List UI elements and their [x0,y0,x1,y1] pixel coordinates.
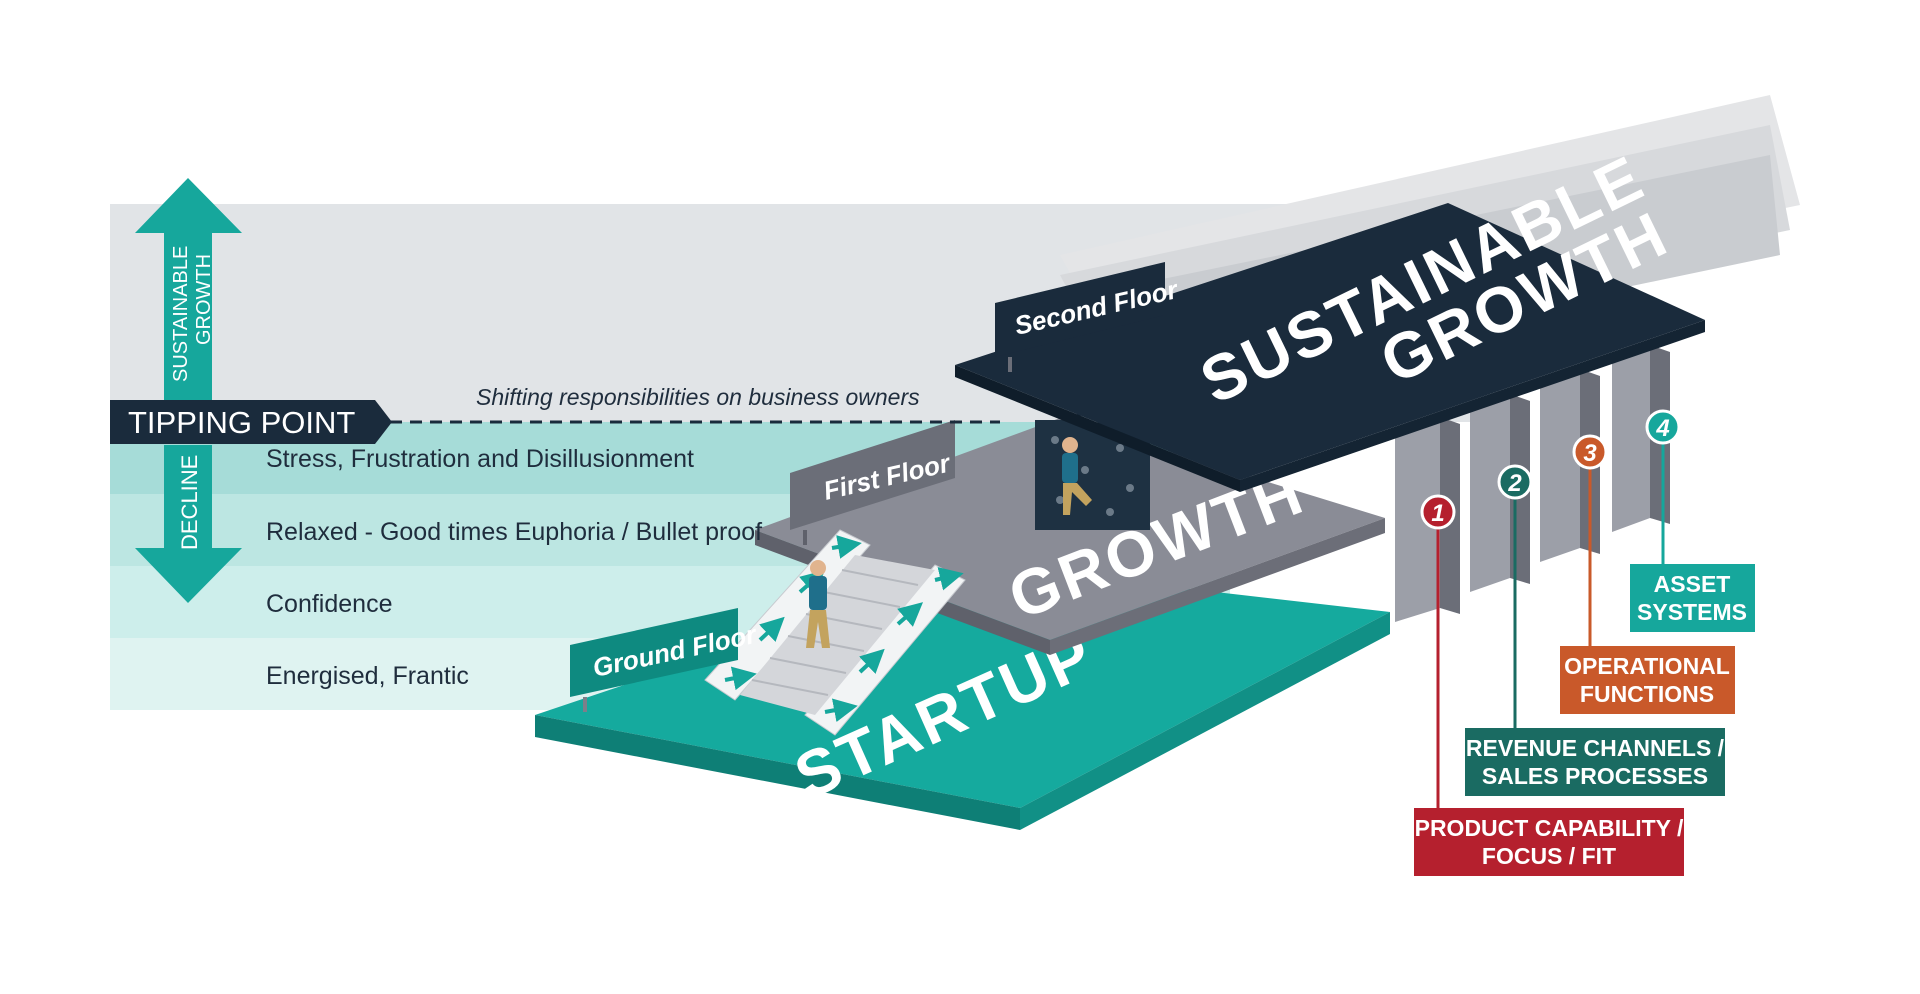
escalator-arrows [724,535,964,723]
pillar-4-label-line2: SYSTEMS [1637,599,1747,625]
band-text-relaxed: Relaxed - Good times Euphoria / Bullet p… [266,518,762,546]
arrow-down-icon [135,445,242,603]
shifting-note: Shifting responsibilities on business ow… [476,384,920,410]
pillar-2-label-box [1465,728,1725,796]
pillar-4-number: 4 [1655,415,1669,442]
pillar-3-badge [1572,434,1608,470]
escalators [704,529,966,736]
pillar-2-badge [1497,464,1533,500]
band-text-confidence: Confidence [266,590,392,618]
pillar-1-label-line1: PRODUCT CAPABILITY / [1415,815,1684,841]
pillar-2-number: 2 [1507,470,1522,497]
pillar-2-callout: 2 REVENUE CHANNELS / SALES PROCESSES [1465,464,1725,796]
pillar-3-label-line1: OPERATIONAL [1564,653,1730,679]
pillar-1-label-line2: FOCUS / FIT [1482,843,1616,869]
pillar-2-label-line2: SALES PROCESSES [1482,763,1708,789]
pillar-4-callout: 4 ASSET SYSTEMS [1630,409,1755,632]
pillar-1-number: 1 [1431,500,1444,527]
pillar-1-label-box [1414,808,1684,876]
pillars [1395,345,1670,622]
pillar-2-label-line1: REVENUE CHANNELS / [1466,735,1725,761]
axis-up-label-line1: SUSTAINABLE [170,246,192,382]
axis-up-label-line2: GROWTH [193,254,215,345]
pillar-4-badge [1645,409,1681,445]
pillar-1-callout: 1 PRODUCT CAPABILITY / FOCUS / FIT [1414,494,1684,876]
pillar-3-callout: 3 OPERATIONAL FUNCTIONS [1560,434,1735,714]
pillar-4-label-line1: ASSET [1654,571,1731,597]
person-on-escalator [806,560,830,648]
vertical-axis-arrow: SUSTAINABLE GROWTH DECLINE [135,178,242,603]
band-text-energised: Energised, Frantic [266,662,469,690]
tipping-point-text: TIPPING POINT [128,405,355,440]
band-text-stress: Stress, Frustration and Disillusionment [266,445,694,473]
pillar-1-badge [1420,494,1456,530]
tipping-point-label: TIPPING POINT [110,400,392,444]
arrow-up-icon [135,178,242,400]
pillar-3-label-line2: FUNCTIONS [1580,681,1714,707]
pillar-4-label-box [1630,564,1755,632]
pillar-3-number: 3 [1583,440,1597,467]
axis-down-label: DECLINE [177,455,202,550]
pillar-3-label-box [1560,646,1735,714]
